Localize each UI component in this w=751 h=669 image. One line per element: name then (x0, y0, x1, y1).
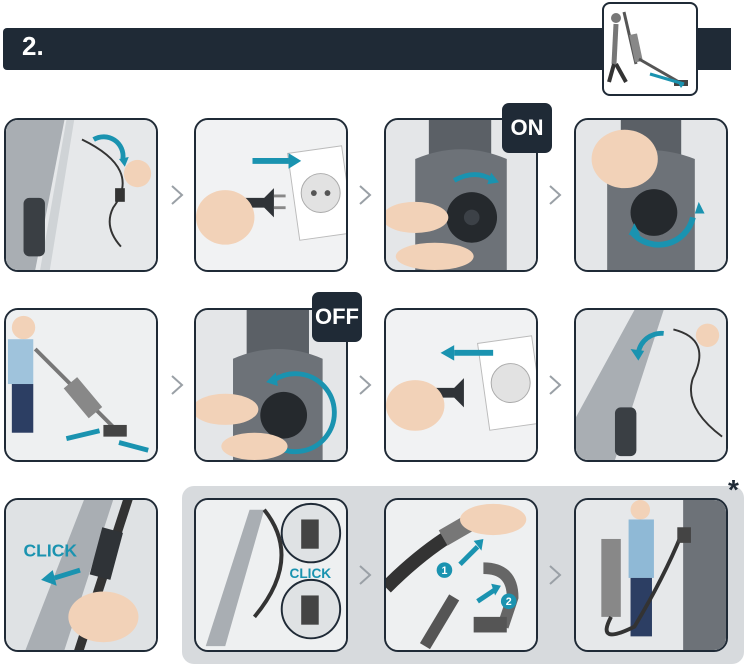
panel-attach-hose: CLICK (194, 498, 348, 652)
panel-unwrap-cord (4, 118, 158, 272)
panel-using-hose (574, 498, 728, 652)
optional-asterisk: * (728, 474, 739, 505)
panel-unplug (384, 308, 538, 462)
vacuum-thumbnail-illustration (602, 2, 698, 96)
chevron-right-icon (358, 184, 372, 206)
panel-switch-off (194, 308, 348, 462)
step-marker-1: 1 (441, 565, 447, 577)
click-label: CLICK (290, 566, 332, 581)
chevron-right-icon (170, 184, 184, 206)
on-tag: ON (502, 103, 552, 153)
panel-adjust-power (574, 118, 728, 272)
step-marker-2: 2 (506, 596, 512, 608)
chevron-right-icon (548, 184, 562, 206)
panel-vacuuming (4, 308, 158, 462)
chevron-right-icon (548, 564, 562, 586)
click-label: CLICK (24, 540, 78, 560)
panel-wrap-cord (574, 308, 728, 462)
panel-plug-in (194, 118, 348, 272)
off-tag: OFF (312, 292, 362, 342)
panel-attach-tools: 1 2 (384, 498, 538, 652)
panel-clip-plug: CLICK (4, 498, 158, 652)
chevron-right-icon (170, 374, 184, 396)
chevron-right-icon (358, 564, 372, 586)
chevron-right-icon (548, 374, 562, 396)
step-number: 2. (22, 31, 44, 61)
chevron-right-icon (358, 374, 372, 396)
